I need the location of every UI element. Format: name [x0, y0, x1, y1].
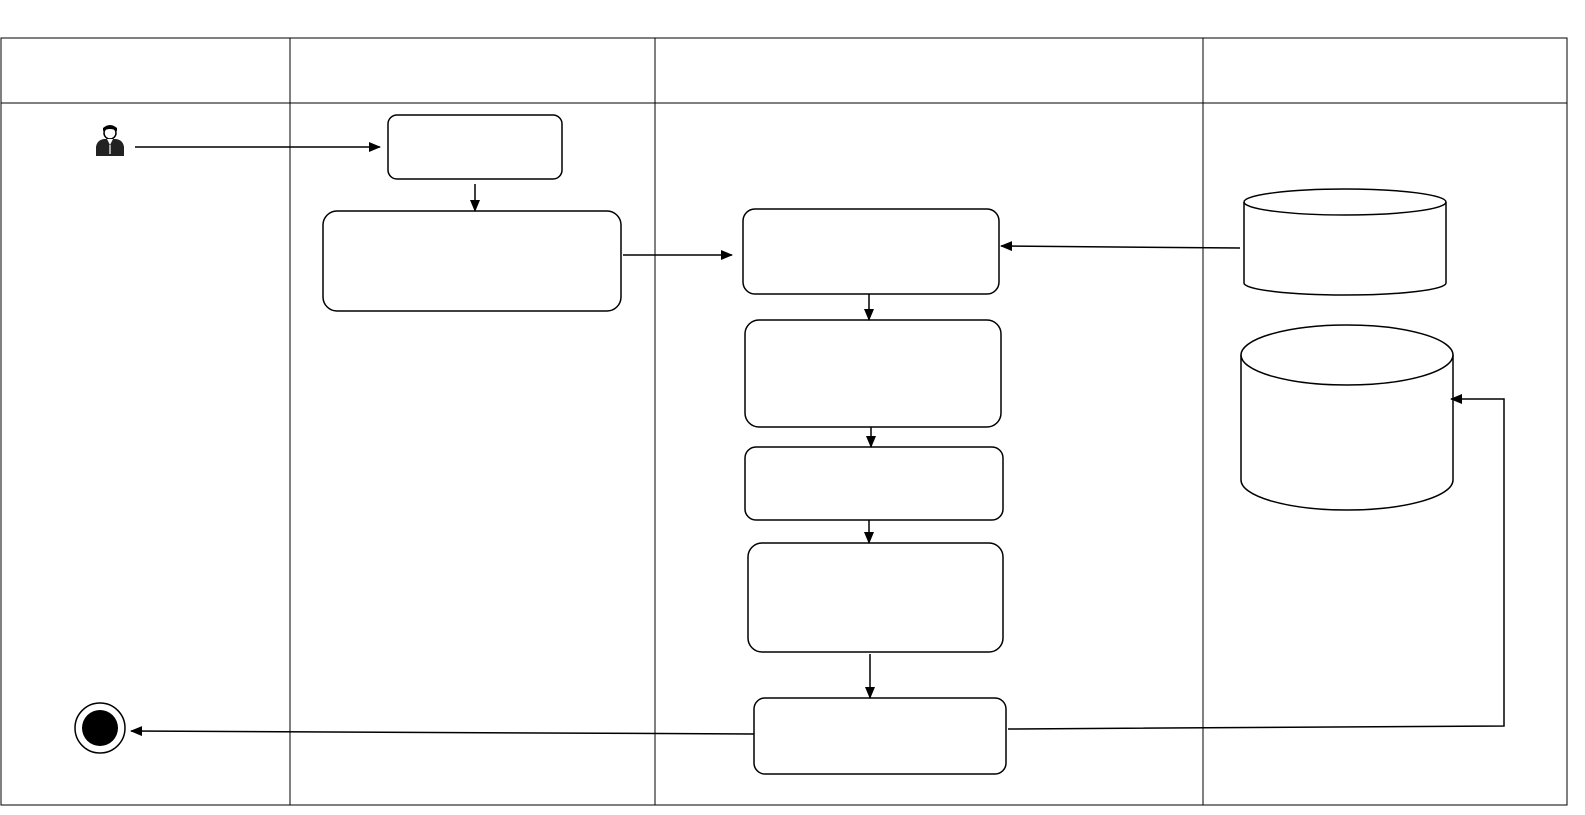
activity-step-6 — [747, 542, 1004, 653]
flow-step-7-to-datastore-2 — [1007, 394, 1505, 730]
database-icon-1 — [1243, 188, 1447, 296]
user-icon — [96, 125, 124, 156]
activity-step-5 — [744, 446, 1004, 521]
final-node-icon — [74, 702, 126, 754]
database-icon-2 — [1240, 324, 1454, 511]
activity-step-1 — [387, 114, 563, 180]
activity-step-3 — [742, 208, 1000, 295]
flow-step-7-to-end — [130, 726, 755, 737]
activity-step-4 — [744, 319, 1002, 428]
lane-frame-outline — [0, 37, 1568, 806]
flow-datastore-1-to-step-3 — [1000, 241, 1241, 252]
activity-step-7 — [753, 697, 1007, 775]
activity-step-2 — [322, 210, 622, 312]
swimlane-frame — [0, 37, 1568, 806]
